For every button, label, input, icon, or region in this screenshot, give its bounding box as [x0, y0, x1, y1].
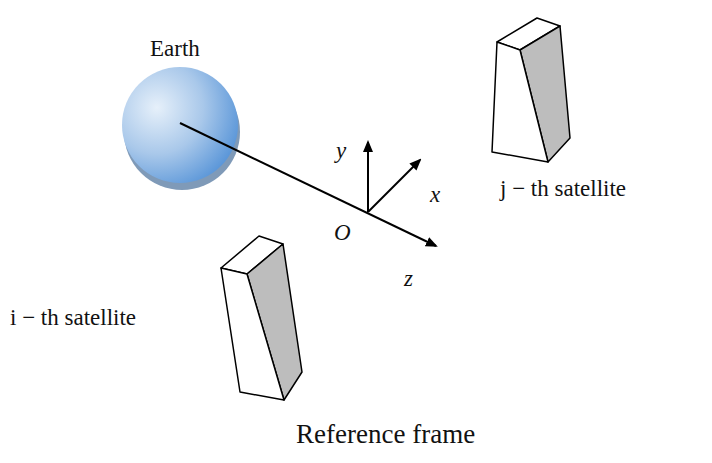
earth	[122, 67, 238, 183]
i-satellite	[221, 236, 302, 400]
z-axis	[180, 123, 436, 246]
axis-label: x	[430, 182, 440, 207]
axis-label: z	[404, 266, 413, 291]
y-axis	[367, 142, 369, 212]
satellite-label: i − th satellite	[10, 305, 136, 330]
origin-label: O	[334, 220, 351, 245]
x-axis	[368, 160, 420, 212]
caption: Reference frame	[296, 420, 475, 450]
satellite-label: j − th satellite	[500, 176, 626, 201]
j-satellite	[492, 18, 570, 162]
earth-label: Earth	[150, 36, 200, 61]
axis-label: y	[336, 138, 346, 163]
